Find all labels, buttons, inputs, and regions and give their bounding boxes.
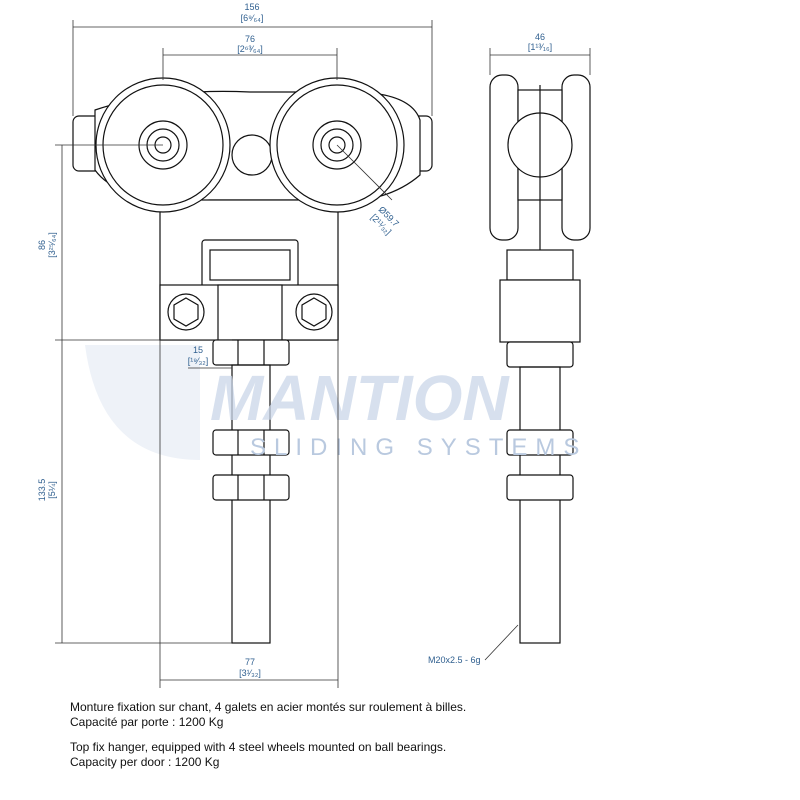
rod-width-in: [¹⁹⁄₃₂]: [188, 356, 209, 366]
watermark-tagline: SLIDING SYSTEMS: [250, 434, 587, 461]
caption-french: Monture fixation sur chant, 4 galets en …: [70, 700, 466, 730]
watermark-brand: MANTION: [210, 362, 510, 434]
base-width-mm: 77: [245, 657, 255, 667]
side-width-in: [1¹³⁄₁₆]: [528, 42, 552, 52]
watermark: MANTION SLIDING SYSTEMS: [210, 362, 587, 461]
side-width-mm: 46: [535, 32, 545, 42]
dimension-lines: [55, 20, 591, 688]
wheel-spacing-mm: 76: [245, 34, 255, 44]
caption-en-line2: Capacity per door : 1200 Kg: [70, 755, 220, 769]
rod-length-in: [5¼]: [47, 481, 57, 499]
caption-fr-line1: Monture fixation sur chant, 4 galets en …: [70, 700, 467, 714]
rod-width-mm: 15: [193, 345, 203, 355]
watermark-swoosh: [85, 345, 200, 460]
overall-width-in: [6⁹⁄₆₄]: [241, 13, 264, 23]
overall-width-mm: 156: [244, 2, 259, 12]
front-view: [72, 77, 433, 644]
thread-spec: M20x2.5 - 6g: [428, 655, 481, 665]
side-view: [489, 74, 591, 644]
caption-fr-line2: Capacité par porte : 1200 Kg: [70, 715, 224, 729]
height-top-mm: 86: [37, 240, 47, 250]
caption-english: Top fix hanger, equipped with 4 steel wh…: [70, 740, 446, 770]
wheel-spacing-in: [2⁶³⁄₆₄]: [237, 44, 263, 54]
height-top-in: [3²⁵⁄₆₄]: [47, 232, 57, 258]
caption-en-line1: Top fix hanger, equipped with 4 steel wh…: [70, 740, 447, 754]
rod-length-mm: 133.5: [37, 479, 47, 502]
base-width-in: [3¹⁄₃₂]: [239, 668, 261, 678]
